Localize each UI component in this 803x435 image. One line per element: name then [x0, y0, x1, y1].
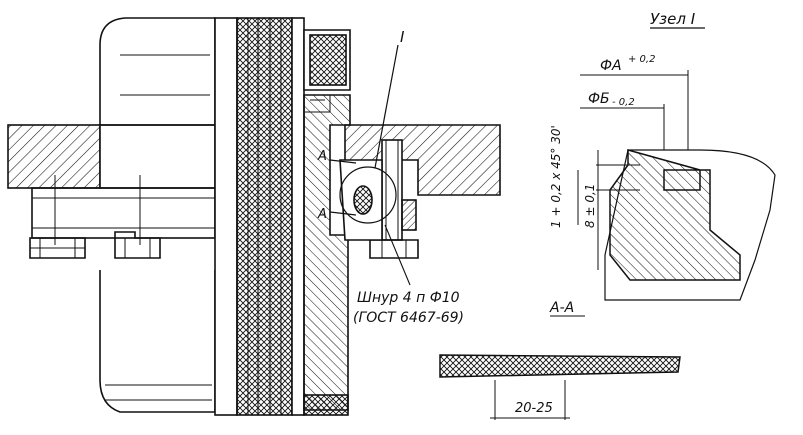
cord-spec-line1: Шнур 4 п Ф10 [357, 290, 460, 306]
section-dimension: 20-25 [515, 401, 553, 416]
dim-chamfer: 1 + 0,2 x 45° 30' [549, 125, 563, 228]
dim-phi-a: ФА [600, 58, 622, 74]
dim-thickness: 8 ± 0,1 [583, 184, 597, 228]
node-marker: I [400, 28, 405, 46]
node-title: Узел I [650, 10, 696, 28]
dim-phi-a-tolerance: + 0,2 [628, 54, 655, 65]
section-a-a-view [439, 315, 681, 420]
section-title: А-А [549, 300, 574, 316]
section-mark-lower: А [317, 207, 327, 222]
section-mark-upper: А [317, 149, 327, 164]
main-section-view [7, 17, 501, 416]
dim-phi-b: ФБ [588, 91, 610, 107]
node-detail-view [577, 27, 776, 301]
dim-phi-b-tolerance: - 0,2 [612, 97, 635, 108]
cord-spec-line2: (ГОСТ 6467-69) [353, 310, 464, 326]
